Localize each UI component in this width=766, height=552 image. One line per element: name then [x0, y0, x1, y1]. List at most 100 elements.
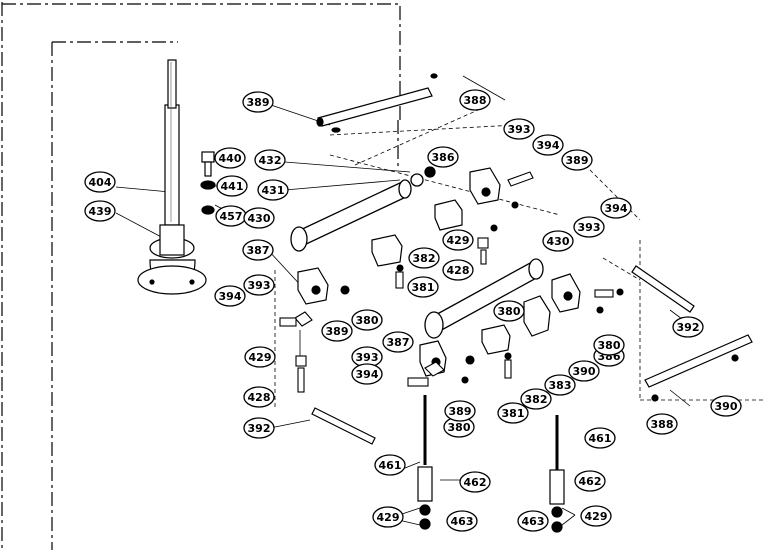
callout-393: 393: [243, 274, 275, 296]
callout-number: 429: [447, 234, 470, 247]
callout-389: 389: [242, 91, 274, 113]
callout-number: 381: [502, 407, 525, 420]
callout-432: 432: [254, 149, 286, 171]
callout-388: 388: [646, 413, 678, 435]
callout-bubble: [459, 471, 491, 493]
callout-bubble: [321, 320, 353, 342]
callout-number: 389: [449, 405, 472, 418]
callout-bubble: [442, 259, 474, 281]
callout-bubble: [216, 175, 248, 197]
fasteners: [279, 171, 624, 393]
callout-bubble: [244, 346, 276, 368]
callout-number: 463: [522, 515, 545, 528]
callout-number: 388: [464, 94, 487, 107]
callout-number: 393: [578, 221, 601, 234]
callout-bubble: [372, 506, 404, 528]
callout-number: 441: [221, 180, 244, 193]
bolt-440-set: [200, 151, 216, 215]
callout-bubble: [672, 316, 704, 338]
callout-number: 389: [326, 325, 349, 338]
callout-380: 380: [443, 416, 475, 438]
callout-bubble: [503, 118, 535, 140]
spindle-assembly: [137, 59, 207, 295]
callout-number: 428: [447, 264, 470, 277]
callout-bubble: [497, 402, 529, 424]
callout-number: 383: [549, 379, 572, 392]
callout-463: 463: [517, 510, 549, 532]
callout-390: 390: [568, 360, 600, 382]
callout-number: 394: [537, 139, 560, 152]
leader-lines: [115, 75, 766, 526]
callout-389: 389: [561, 149, 593, 171]
top-rod: [316, 73, 438, 133]
right-rods: [631, 265, 753, 402]
callout-bubble: [254, 149, 286, 171]
callout-bubble: [351, 309, 383, 331]
callout-390: 390: [710, 395, 742, 417]
lower-roller: [424, 258, 544, 339]
callout-number: 381: [412, 281, 435, 294]
callout-number: 380: [356, 314, 379, 327]
callout-number: 461: [379, 459, 402, 472]
callout-bubble: [382, 331, 414, 353]
callout-number: 388: [651, 418, 674, 431]
callout-number: 431: [262, 184, 285, 197]
callout-bubble: [520, 388, 552, 410]
callout-381: 381: [497, 402, 529, 424]
callout-429: 429: [372, 506, 404, 528]
callout-430: 430: [542, 230, 574, 252]
callout-bubble: [561, 149, 593, 171]
callout-428: 428: [442, 259, 474, 281]
callout-number: 392: [677, 321, 700, 334]
callout-389: 389: [321, 320, 353, 342]
callout-bubble: [214, 285, 246, 307]
callout-bubble: [214, 147, 246, 169]
callout-number: 393: [248, 279, 271, 292]
callout-bubble: [242, 239, 274, 261]
callout-380: 380: [493, 300, 525, 322]
callout-number: 387: [247, 244, 270, 257]
callout-bubble: [544, 374, 576, 396]
callout-bubble: [517, 510, 549, 532]
callout-number: 394: [219, 290, 242, 303]
callout-number: 382: [525, 393, 548, 406]
callout-bubble: [600, 197, 632, 219]
callout-number: 380: [498, 305, 521, 318]
callout-bubble: [84, 200, 116, 222]
callout-429: 429: [580, 505, 612, 527]
callout-bubble: [446, 510, 478, 532]
callout-bubble: [442, 229, 474, 251]
left-rod: [311, 407, 376, 445]
callout-bubble: [242, 91, 274, 113]
callout-number: 393: [508, 123, 531, 136]
callout-393: 393: [351, 346, 383, 368]
callout-388: 388: [459, 89, 491, 111]
callout-440: 440: [214, 147, 246, 169]
callout-bubble: [408, 247, 440, 269]
callout-441: 441: [216, 175, 248, 197]
callout-394: 394: [532, 134, 564, 156]
callout-number: 394: [356, 368, 379, 381]
callout-387: 387: [382, 331, 414, 353]
callout-number: 428: [248, 391, 271, 404]
callout-number: 430: [547, 235, 570, 248]
callout-bubble: [574, 470, 606, 492]
callout-bubble: [257, 179, 289, 201]
callout-number: 429: [585, 510, 608, 523]
callout-429: 429: [442, 229, 474, 251]
callout-462: 462: [459, 471, 491, 493]
callout-bubble: [427, 146, 459, 168]
callout-393: 393: [503, 118, 535, 140]
callout-number: 394: [605, 202, 628, 215]
callout-number: 390: [573, 365, 596, 378]
callout-bubble: [243, 207, 275, 229]
callout-386: 386: [427, 146, 459, 168]
callout-457: 457: [215, 205, 247, 227]
callout-number: 392: [248, 422, 271, 435]
callout-number: 439: [89, 205, 112, 218]
callout-bubble: [573, 216, 605, 238]
callout-382: 382: [520, 388, 552, 410]
callout-number: 380: [598, 339, 621, 352]
callout-number: 429: [377, 511, 400, 524]
